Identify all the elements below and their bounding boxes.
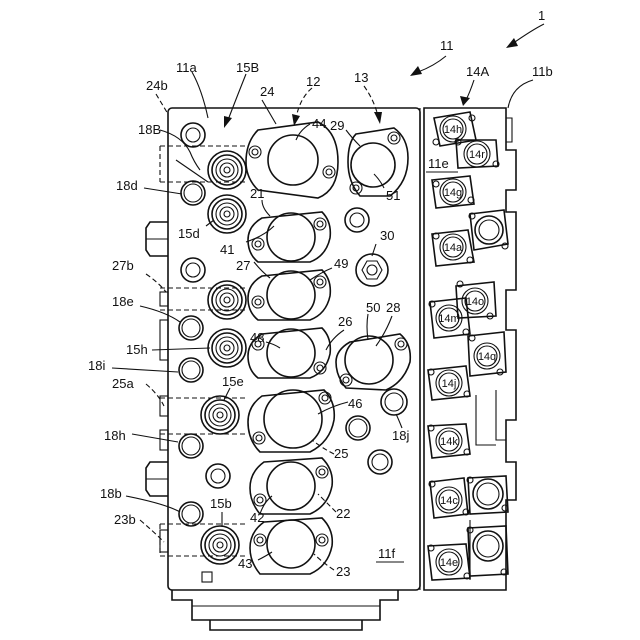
port-lower-right-1 [346, 416, 370, 440]
label-15B: 15B [236, 60, 259, 75]
port-label-14o: 14o [466, 296, 484, 308]
valve-plug-15d [208, 195, 246, 233]
port-label-14j: 14j [442, 378, 457, 390]
plate-port-lower-circle-2 [467, 526, 508, 576]
label-44: 44 [312, 116, 326, 131]
label-48: 48 [250, 330, 264, 345]
label-18b: 18b [100, 486, 122, 501]
valve-plug-middle [208, 281, 246, 319]
port-upper-right [345, 208, 369, 232]
port-label-14r: 14r [469, 149, 485, 161]
valve-plug-15e [201, 396, 239, 434]
label-11: 11 [440, 38, 454, 53]
label-11e: 11e [428, 156, 449, 171]
label-50: 50 [366, 300, 380, 315]
flange-41 [248, 212, 330, 262]
label-18e: 18e [112, 294, 134, 309]
small-port-center [206, 464, 230, 488]
label-29: 29 [330, 118, 344, 133]
flange-43 [250, 518, 332, 574]
label-27b: 27b [112, 258, 134, 273]
label-26: 26 [338, 314, 352, 329]
label-24: 24 [260, 84, 274, 99]
label-23b: 23b [114, 512, 136, 527]
port-lower-right-2 [368, 450, 392, 474]
label-41: 41 [220, 242, 234, 257]
small-port-left-1 [181, 258, 205, 282]
label-42: 42 [250, 510, 264, 525]
port-label-14q: 14q [478, 351, 496, 363]
small-port-18h [179, 434, 203, 458]
hex-plug-30 [356, 254, 388, 286]
label-21: 21 [250, 186, 264, 201]
valve-plug-15h [208, 329, 246, 367]
port-label-14e: 14e [440, 557, 458, 569]
port-label-14h: 14h [444, 124, 462, 136]
label-15e: 15e [222, 374, 244, 389]
label-11a: 11a [176, 60, 197, 75]
label-43: 43 [238, 556, 252, 571]
label-27: 27 [236, 258, 250, 273]
port-label-14k: 14k [440, 436, 458, 448]
port-18j [381, 389, 407, 415]
valve-plug-15B [208, 151, 246, 189]
label-15b: 15b [210, 496, 232, 511]
flange-49 [248, 270, 330, 320]
flange-42 [250, 458, 332, 514]
label-25a: 25a [112, 376, 134, 391]
hidden-lines [160, 146, 248, 556]
label-25: 25 [334, 446, 348, 461]
label-18d: 18d [116, 178, 138, 193]
flange-51 [348, 128, 408, 196]
port-label-14c: 14c [440, 495, 458, 507]
label-11f: 11f [378, 546, 395, 561]
port-label-14m: 14m [438, 313, 459, 325]
label-12: 12 [306, 74, 320, 89]
plate-port-lower-circle-1 [467, 476, 508, 514]
label-15d: 15d [178, 226, 200, 241]
small-port-18d [181, 181, 205, 205]
label-15h: 15h [126, 342, 148, 357]
label-46: 46 [348, 396, 362, 411]
plate-port-upper-circle [469, 210, 508, 250]
valve-plug-15b [201, 526, 239, 564]
label-11b: 11b [532, 64, 553, 79]
label-49: 49 [334, 256, 348, 271]
port-label-14g: 14g [444, 187, 462, 199]
label-13: 13 [354, 70, 368, 85]
label-23: 23 [336, 564, 350, 579]
port-label-14a: 14a [444, 242, 463, 254]
flange-46 [248, 390, 334, 452]
label-28: 28 [386, 300, 400, 315]
flange-50 [336, 334, 410, 390]
small-port-18i [179, 358, 203, 382]
label-14A: 14A [466, 64, 489, 79]
label-22: 22 [336, 506, 350, 521]
label-51: 51 [386, 188, 400, 203]
small-port-18b [179, 502, 203, 526]
label-24b: 24b [146, 78, 168, 93]
reference-labels: 1 11 11a 11b 11e 11f 12 13 14A 15B 15b 1… [88, 8, 553, 579]
label-1: 1 [538, 8, 545, 23]
label-18j: 18j [392, 428, 409, 443]
label-30: 30 [380, 228, 394, 243]
label-18i: 18i [88, 358, 105, 373]
label-18h: 18h [104, 428, 126, 443]
label-18B: 18B [138, 122, 161, 137]
small-port-18e [179, 316, 203, 340]
